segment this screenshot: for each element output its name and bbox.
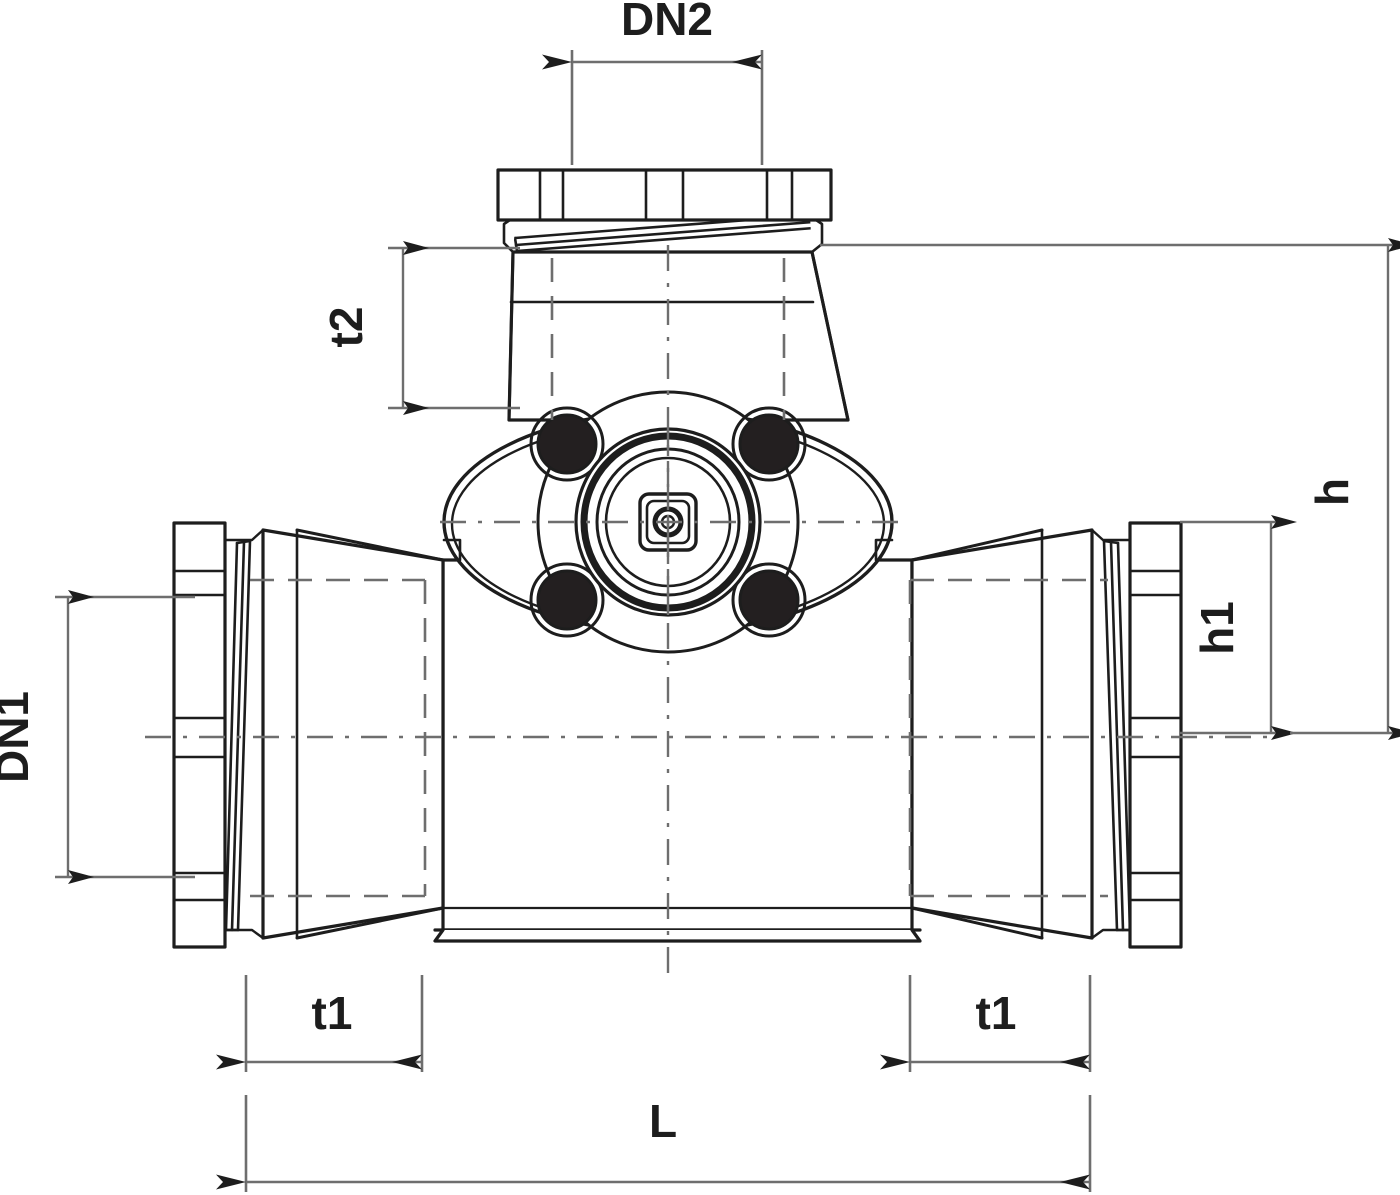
valve-bolt-head-group (529, 406, 807, 638)
top-branch (496, 168, 850, 422)
dimension-label-h1: h1 (1191, 601, 1243, 655)
left-run (172, 521, 445, 949)
valve-bolt-head (731, 406, 807, 482)
valve-assembly-geometry (172, 168, 1183, 949)
dimension-label-dn1: DN1 (0, 691, 38, 783)
valve-bolt-head (529, 406, 605, 482)
branch-flange-ring (496, 168, 833, 222)
dimension-label-l: L (649, 1095, 677, 1147)
centerlines (145, 245, 1270, 985)
dimension-l: L (216, 1095, 1092, 1192)
valve-bolt-head (529, 562, 605, 638)
valve-bolt-head (731, 562, 807, 638)
dimension-h1: h1 (1180, 515, 1297, 740)
dimension-t1-right: t1 (880, 975, 1092, 1072)
dimension-t1-left: t1 (216, 975, 424, 1072)
dimension-dn2: DN2 (542, 0, 764, 165)
right-socket (910, 528, 1094, 940)
right-run (910, 521, 1183, 949)
dimension-h: h (820, 238, 1400, 740)
dimension-label-t1-left: t1 (312, 987, 353, 1039)
left-flange-ring (172, 521, 227, 949)
left-socket (261, 528, 445, 940)
right-flange-ring (1128, 521, 1183, 949)
dimension-label-dn2: DN2 (621, 0, 713, 45)
dimension-label-t1-right: t1 (976, 987, 1017, 1039)
dimension-label-t2: t2 (320, 307, 372, 348)
hidden-bore-lines (250, 258, 1108, 898)
dimension-label-h: h (1306, 478, 1358, 506)
dimension-dn1: DN1 (0, 590, 195, 884)
dimension-t2: t2 (320, 241, 520, 415)
